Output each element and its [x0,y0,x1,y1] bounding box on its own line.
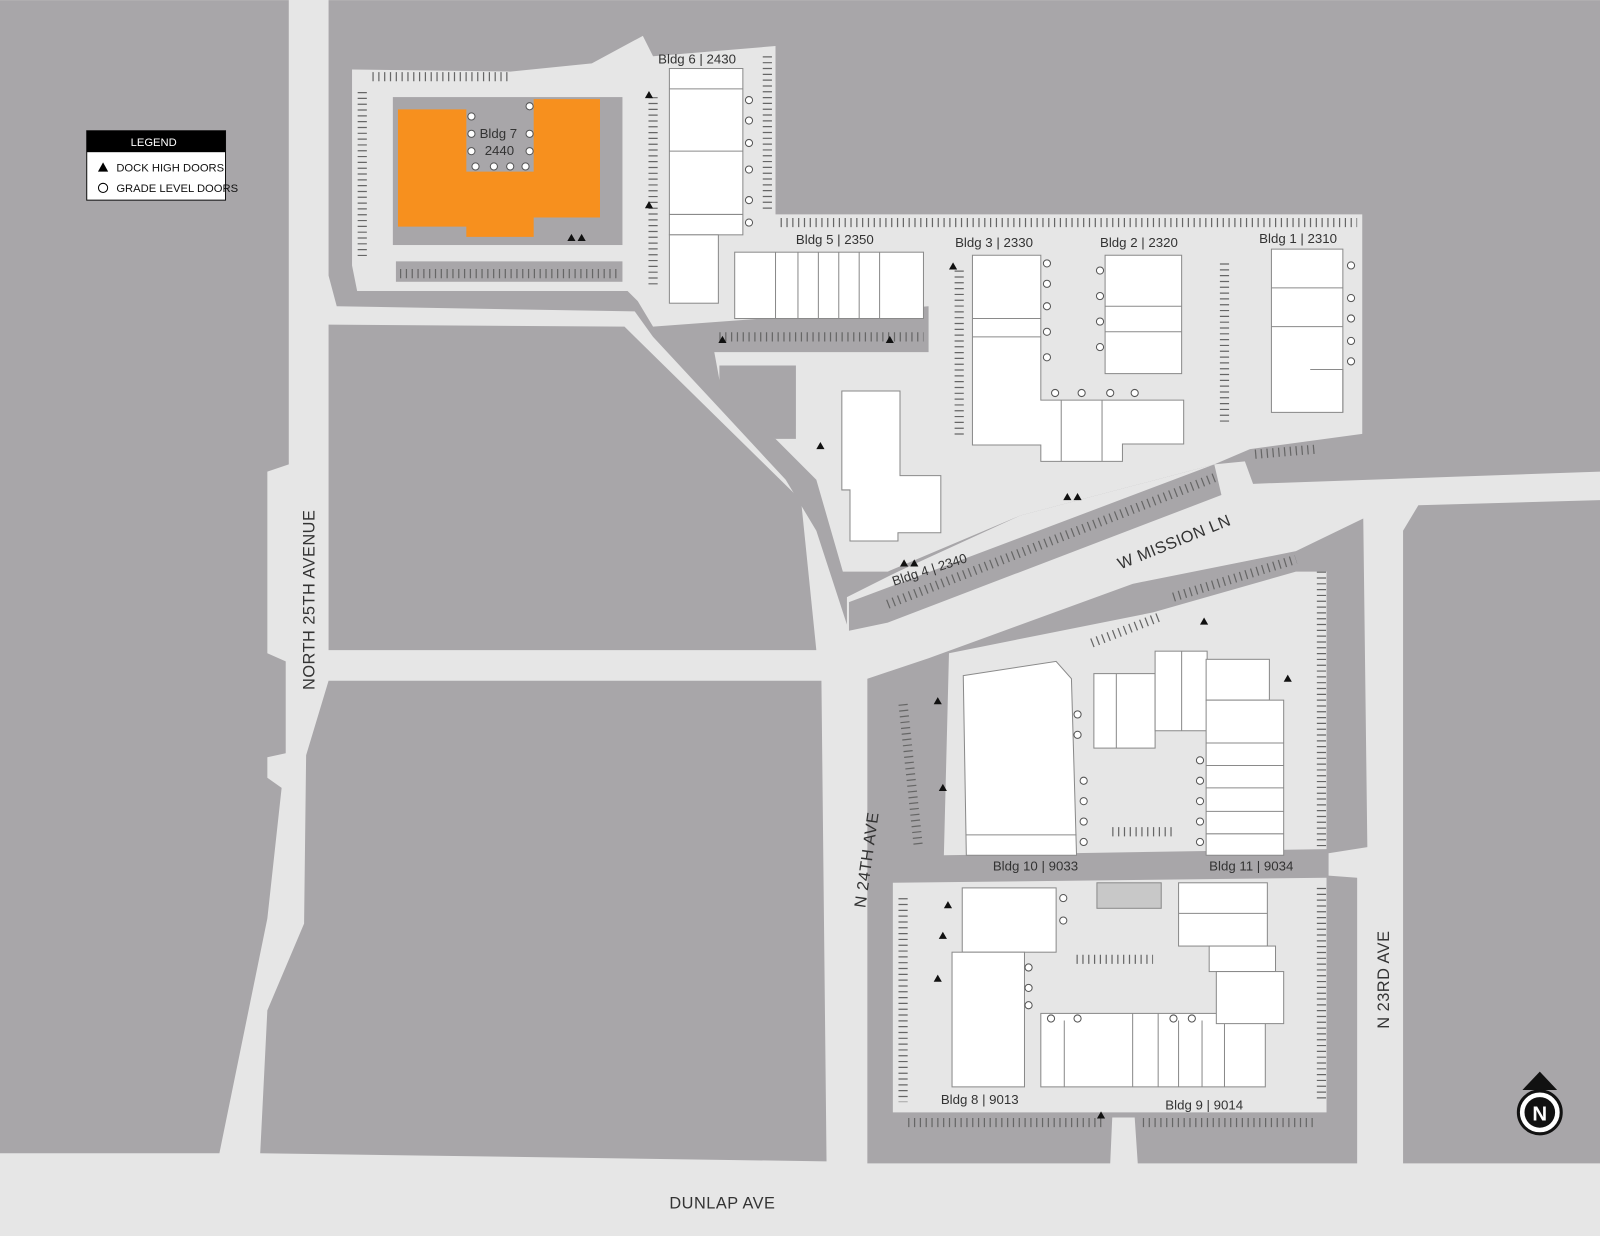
building-11[interactable] [1093,650,1285,856]
bldg7-label-2: 2440 [485,143,514,158]
legend: LEGEND DOCK HIGH DOORS GRADE LEVEL DOORS [86,130,238,201]
north-25th-avenue-label: NORTH 25TH AVENUE [300,510,318,690]
parking-stalls [357,56,1358,1128]
bldg1-label: Bldg 1 | 2310 [1259,231,1337,246]
building-3[interactable] [971,254,1185,462]
building-6[interactable] [668,67,744,304]
dunlap-ave-label: DUNLAP AVE [669,1194,775,1212]
bldg8-label: Bldg 8 | 9013 [941,1092,1019,1107]
bldg7-label-1: Bldg 7 [480,126,518,141]
bldg5-label: Bldg 5 | 2350 [796,232,874,247]
bldg3-label: Bldg 3 | 2330 [955,235,1033,250]
building-8[interactable] [951,887,1057,1088]
building-2[interactable] [1104,254,1183,375]
grade-level-doors [467,96,1356,1023]
bldg9-label: Bldg 9 | 9014 [1165,1097,1243,1112]
grade-level-door-icon [97,182,109,193]
building-4[interactable] [841,390,942,542]
bldg10-label: Bldg 10 | 9033 [993,859,1078,874]
legend-dock-high: DOCK HIGH DOORS [116,163,224,175]
n-23rd-ave-label: N 23RD AVE [1375,931,1393,1029]
building-9[interactable] [1040,882,1285,1088]
legend-title: LEGEND [131,137,177,149]
legend-grade-level: GRADE LEVEL DOORS [116,183,238,195]
building-5[interactable] [734,251,924,320]
bldg11-label: Bldg 11 | 9034 [1209,859,1293,874]
building-1[interactable] [1270,248,1344,413]
building-10[interactable] [962,660,1078,856]
bldg2-label: Bldg 2 | 2320 [1100,235,1178,250]
north-arrow-icon: N [1516,1071,1563,1136]
bldg6-label: Bldg 6 | 2430 [658,51,736,66]
north-label: N [1532,1104,1547,1126]
buildings [397,67,1344,1088]
dock-high-door-icon [97,162,109,172]
building-7[interactable] [397,99,600,237]
